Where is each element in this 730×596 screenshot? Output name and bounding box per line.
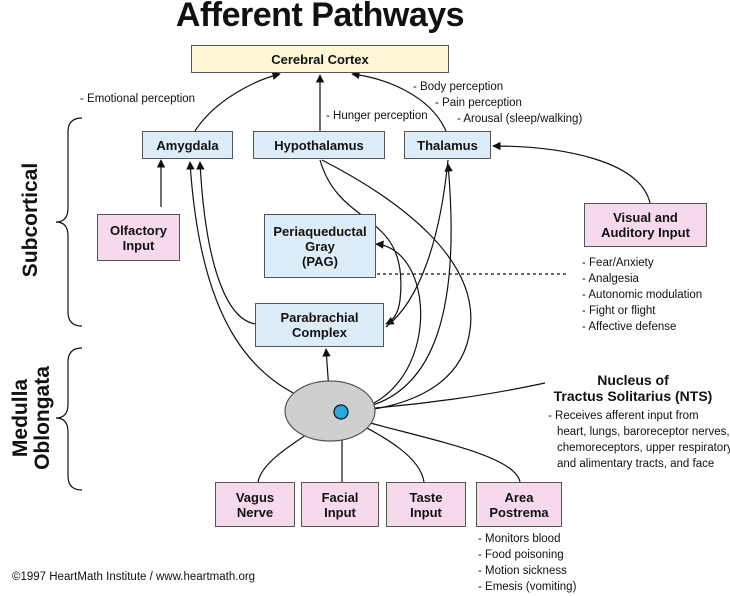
note-item: Analgesia <box>582 271 702 287</box>
note-item: Body perception <box>413 79 582 95</box>
note-item: Affective defense <box>582 319 702 335</box>
copyright-footer: ©1997 HeartMath Institute / www.heartmat… <box>12 571 256 583</box>
node-pag: Periaqueductal Gray (PAG) <box>264 214 376 278</box>
node-parabrachial-complex: Parabrachial Complex <box>255 303 384 347</box>
node-thalamus: Thalamus <box>404 131 491 159</box>
note-item: Arousal (sleep/walking) <box>457 111 582 127</box>
note-hunger-perception: Hunger perception <box>326 108 428 124</box>
note-item: Pain perception <box>435 95 582 111</box>
subcortical-brace <box>55 117 83 327</box>
note-item: Emotional perception <box>80 93 195 105</box>
note-item: Food poisoning <box>478 547 576 563</box>
arrow-parabrachial-amygdala <box>196 161 257 325</box>
line-postrema-nts <box>351 417 521 483</box>
note-item: Fear/Anxiety <box>582 255 702 271</box>
note-item: chemoreceptors, upper respiratory <box>557 442 730 454</box>
node-taste-input: Taste Input <box>386 482 466 527</box>
section-label-subcortical: Subcortical <box>19 162 42 278</box>
note-item: Fight or flight <box>582 303 702 319</box>
note-item: and alimentary tracts, and face <box>557 458 715 470</box>
node-vagus-nerve: Vagus Nerve <box>215 482 295 527</box>
note-item: Emesis (vomiting) <box>478 579 576 595</box>
note-item: Motion sickness <box>478 563 576 579</box>
notes-pag: Fear/Anxiety Analgesia Autonomic modulat… <box>582 255 702 335</box>
medulla-brace <box>55 347 83 491</box>
nts-label: Nucleus of Tractus Solitarius (NTS) <box>553 372 713 404</box>
arrow-nts-thalamus <box>349 163 453 411</box>
notes-area-postrema: Monitors blood Food poisoning Motion sic… <box>478 531 576 595</box>
note-item: heart, lungs, baroreceptor nerves, <box>557 426 730 438</box>
nts-dot <box>333 404 349 420</box>
arrow-visual-thalamus <box>492 141 651 204</box>
note-item: Hunger perception <box>326 110 428 122</box>
line-nts-label <box>349 382 546 411</box>
node-facial-input: Facial Input <box>301 482 379 527</box>
section-label-medulla: Medulla Oblongata <box>9 366 54 470</box>
arrow-thalamus-parabrachial <box>385 159 449 328</box>
diagram-title: Afferent Pathways <box>175 0 465 34</box>
notes-thalamus: Body perception Pain perception Arousal … <box>413 79 582 127</box>
node-amygdala: Amygdala <box>142 131 233 159</box>
node-visual-auditory-input: Visual and Auditory Input <box>584 203 707 247</box>
note-item: Autonomic modulation <box>582 287 702 303</box>
medulla-oval <box>284 380 376 442</box>
arrow-amygdala-cortex <box>194 71 281 132</box>
node-cerebral-cortex: Cerebral Cortex <box>191 45 449 73</box>
note-emotional-perception: Emotional perception <box>80 91 195 107</box>
arrow-thalamus-cortex <box>351 70 447 132</box>
arrow-nts-pag <box>344 240 422 413</box>
note-item: Monitors blood <box>478 531 576 547</box>
arrow-nts-amygdala <box>186 161 341 411</box>
line-hypothalamus-nts <box>321 159 472 413</box>
notes-nts: Receives afferent input from heart, lung… <box>548 408 730 472</box>
node-area-postrema: Area Postrema <box>476 482 562 527</box>
node-hypothalamus: Hypothalamus <box>253 131 385 159</box>
node-olfactory-input: Olfactory Input <box>97 214 180 261</box>
arrow-hypothalamus-parabrachial <box>319 159 402 325</box>
note-item: Receives afferent input from <box>548 408 730 424</box>
